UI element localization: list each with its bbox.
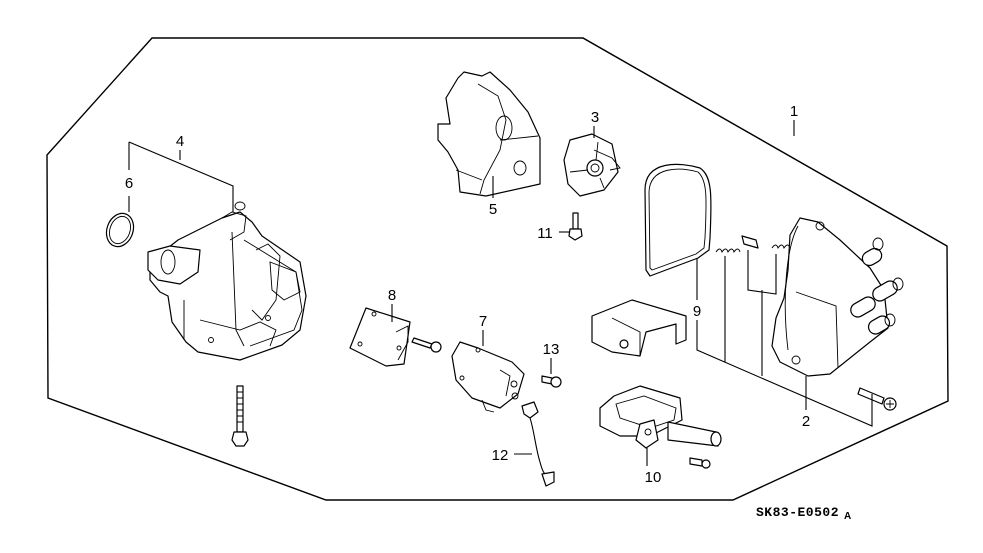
callout-1[interactable]: 1 [790, 103, 798, 120]
rotor-part[interactable] [563, 133, 621, 197]
cap-bolt-part[interactable] [857, 387, 897, 411]
callout-12[interactable]: 12 [492, 447, 509, 464]
heat-sink-plate-part[interactable] [349, 307, 411, 367]
callout-8[interactable]: 8 [388, 287, 396, 304]
callout-5[interactable]: 5 [489, 201, 497, 218]
callout-9[interactable]: 9 [693, 303, 701, 320]
coil-screw-part[interactable] [689, 457, 711, 469]
callout-4[interactable]: 4 [176, 133, 184, 150]
carbon-brush-springs[interactable] [715, 235, 791, 254]
distributor-cap-part[interactable] [771, 217, 904, 377]
screw-13-part[interactable] [541, 375, 562, 388]
callout-7[interactable]: 7 [479, 313, 487, 330]
igniter-module-part[interactable] [451, 341, 525, 413]
ignition-coil-part[interactable] [599, 385, 722, 449]
callout-10[interactable]: 10 [645, 469, 662, 486]
heat-sink-screw-part[interactable] [411, 337, 442, 353]
coil-lead-wire-part[interactable] [521, 401, 555, 487]
housing-bolt-part[interactable] [231, 385, 249, 447]
callout-6[interactable]: 6 [125, 175, 133, 192]
callout-11[interactable]: 11 [537, 225, 553, 242]
distributor-housing-part[interactable] [147, 201, 307, 361]
drawing-code: SK83-E0502 [756, 505, 839, 520]
callout-2[interactable]: 2 [802, 413, 810, 430]
callout-3[interactable]: 3 [591, 109, 599, 126]
cover-bracket-part[interactable] [591, 299, 687, 357]
callout-13[interactable]: 13 [543, 341, 560, 358]
leader-lines [128, 37, 948, 466]
cap-inner-cover-part[interactable] [437, 71, 541, 197]
cap-seal-gasket-part[interactable] [644, 163, 712, 277]
rotor-screw-part[interactable] [568, 212, 583, 241]
o-ring-part[interactable] [102, 210, 138, 251]
drawing-revision: A [844, 511, 851, 522]
kit-boundary-outline [46, 37, 949, 501]
